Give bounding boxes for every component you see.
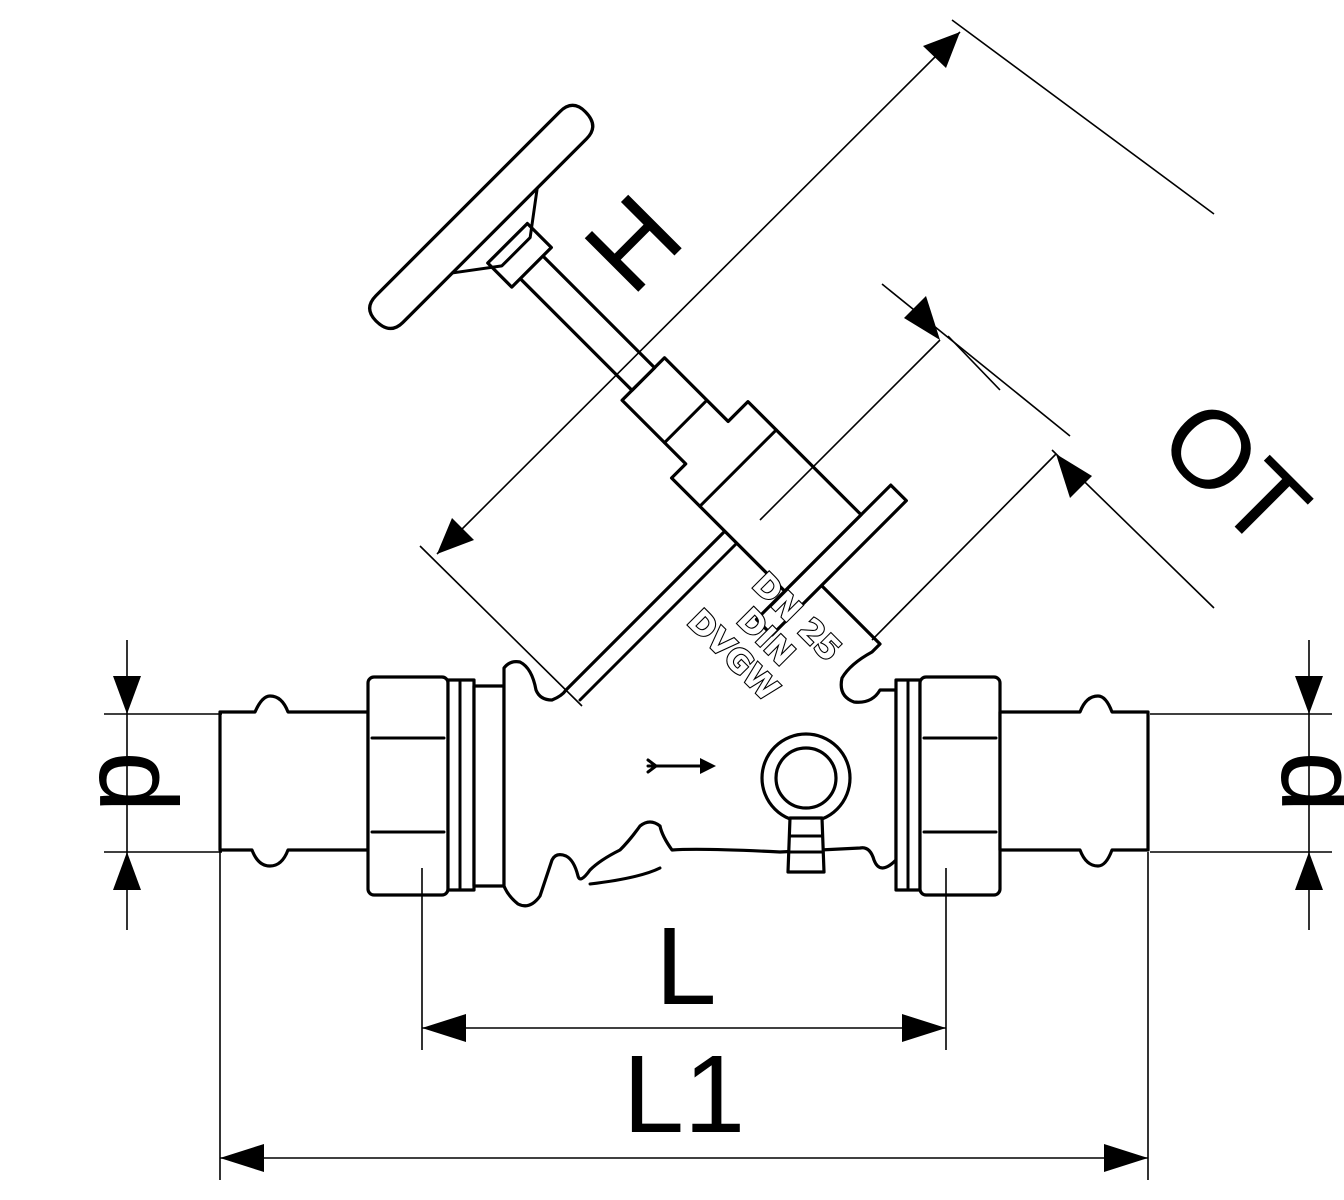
handwheel <box>368 103 595 331</box>
dimension-ot: OT <box>759 283 1332 641</box>
right-union-nut <box>894 675 1002 897</box>
d-left-label: d <box>76 751 199 812</box>
valve-assembly: DN 25 DIN DVGW <box>218 103 1150 908</box>
left-press-end <box>218 694 370 868</box>
dimension-l: L <box>421 868 947 1050</box>
bonnet-assembly <box>368 103 908 637</box>
d-right-label: d <box>1258 751 1344 812</box>
l-label: L <box>655 905 716 1028</box>
drain-port <box>760 732 852 874</box>
dimension-d-left: d <box>76 640 222 930</box>
dimension-l1: L1 <box>219 852 1149 1180</box>
right-press-end <box>998 694 1150 868</box>
flow-direction-arrow <box>646 758 716 774</box>
h-label: H <box>562 172 705 315</box>
bonnet <box>620 356 863 593</box>
left-union-nut <box>366 675 506 897</box>
gland <box>486 221 553 289</box>
dimension-d-right: d <box>1150 640 1344 930</box>
ot-label: OT <box>1137 376 1332 571</box>
l1-label: L1 <box>623 1033 745 1156</box>
